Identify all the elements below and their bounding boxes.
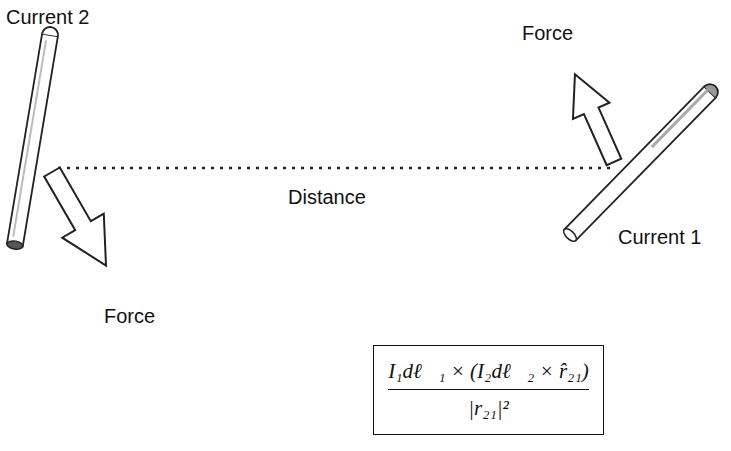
- rod-label: Current 2: [6, 6, 89, 28]
- force-label: Force: [104, 305, 155, 327]
- distance-label: Distance: [288, 186, 366, 208]
- force-label: Force: [522, 22, 573, 44]
- distance-line: [58, 167, 612, 170]
- formula-denominator: |r₂₁|²: [388, 395, 589, 421]
- formula-numerator: I₁dℓ⃗₁ × (I₂dℓ⃗₂ × r̂₂₁): [388, 358, 589, 384]
- rod-label: Current 1: [618, 226, 701, 248]
- fraction-bar: [388, 389, 589, 390]
- current-rod: [6, 26, 59, 251]
- formula-box: I₁dℓ⃗₁ × (I₂dℓ⃗₂ × r̂₂₁) |r₂₁|²: [373, 345, 604, 435]
- force-arrow: [31, 160, 127, 278]
- force-arrow: [557, 66, 633, 170]
